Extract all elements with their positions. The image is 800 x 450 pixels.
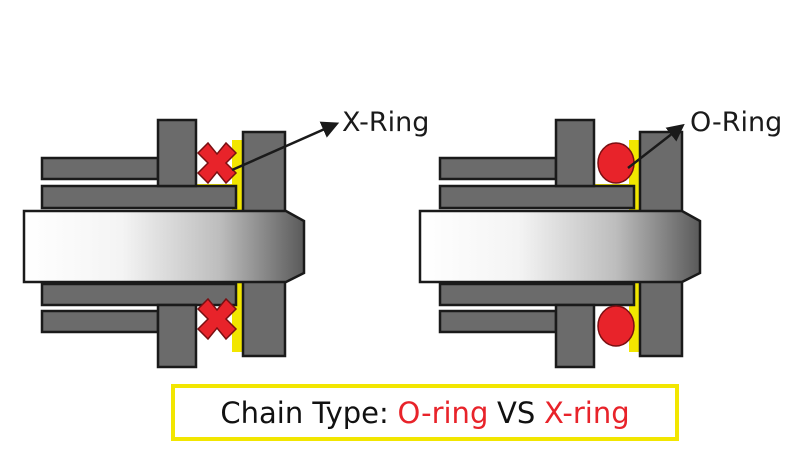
inner-link-plate bbox=[554, 118, 596, 188]
o-ring-assembly: O-Ring bbox=[418, 107, 782, 369]
x-ring-seal-bottom bbox=[196, 297, 238, 341]
outer-link-plate bbox=[638, 278, 684, 358]
bushing-plate bbox=[438, 309, 558, 334]
outer-link-plate bbox=[638, 130, 684, 214]
pin bbox=[22, 209, 306, 284]
x-ring-pointer-arrow bbox=[231, 121, 340, 172]
caption-prefix: Chain Type: bbox=[220, 395, 389, 430]
x-ring-label: X-Ring bbox=[342, 107, 429, 138]
inner-link-plate bbox=[156, 303, 198, 369]
caption-x-ring: X-ring bbox=[543, 395, 630, 430]
bushing-plate bbox=[40, 282, 238, 307]
outer-link-plate bbox=[241, 130, 287, 214]
o-ring-seal-bottom bbox=[597, 305, 635, 347]
x-ring-assembly: X-Ring bbox=[22, 107, 429, 369]
o-ring-seal-top bbox=[597, 142, 635, 184]
bushing-plate bbox=[40, 156, 160, 181]
bushing-plate bbox=[438, 156, 558, 181]
bushing-plate bbox=[438, 184, 636, 210]
inner-link-plate bbox=[156, 118, 198, 188]
bushing-plate bbox=[40, 184, 238, 210]
outer-link-plate bbox=[241, 278, 287, 358]
inner-link-plate bbox=[554, 303, 596, 369]
caption-box: Chain Type: O-ring VS X-ring bbox=[171, 384, 679, 441]
x-ring-seal-top bbox=[196, 141, 238, 185]
o-ring-pointer-arrow bbox=[627, 123, 685, 169]
bushing-plate bbox=[438, 282, 636, 307]
bushing-plate bbox=[40, 309, 160, 334]
caption-vs: VS bbox=[497, 395, 536, 430]
o-ring-label: O-Ring bbox=[690, 107, 782, 138]
caption-o-ring: O-ring bbox=[397, 395, 489, 430]
pin bbox=[418, 209, 702, 284]
